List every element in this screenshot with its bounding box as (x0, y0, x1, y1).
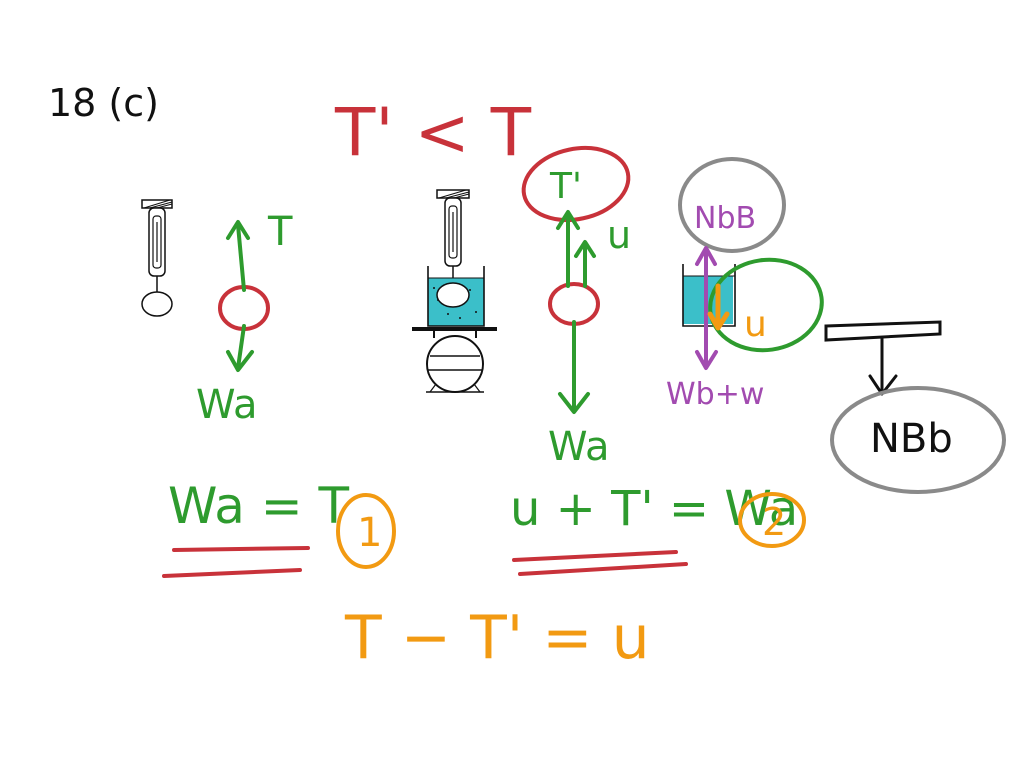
equation-2-number: 2 (762, 500, 786, 544)
equation-1-number: 1 (357, 510, 382, 556)
upthrust-label-center: u (607, 213, 631, 257)
problem-number: 18 (c) (48, 81, 159, 125)
free-body-diagram-center (521, 146, 631, 414)
weight-label-left: Wa (196, 382, 258, 428)
tension-prime-label: T' (549, 166, 582, 207)
equation-2-number-circle (738, 492, 806, 548)
spring-balance-icon (436, 189, 470, 282)
normal-bottom-label: NBb (870, 416, 953, 462)
equation-2: u + T' = Wa (510, 481, 798, 537)
equation-3: T − T' = u (344, 603, 650, 673)
sphere-a-icon (436, 282, 470, 308)
apparatus-center (412, 189, 497, 393)
spring-balance-icon (141, 199, 173, 317)
equation-2-underline (512, 550, 688, 576)
tension-label-left: T (267, 209, 293, 255)
free-body-diagram-left (218, 220, 270, 372)
equation-1-underline (162, 546, 310, 578)
weighing-scale-icon (412, 327, 497, 393)
tension-comparison: T' < T (334, 94, 532, 171)
normal-top-label: NbB (694, 201, 756, 236)
equation-1: Wa = T (168, 477, 350, 535)
equation-1-number-circle (336, 493, 396, 569)
free-body-diagram-right (678, 157, 824, 370)
weight-bw-label: Wb+w (666, 377, 764, 412)
free-body-diagram-scale (824, 320, 1006, 494)
upthrust-label-right: u (744, 304, 767, 345)
weight-label-center: Wa (548, 424, 610, 470)
sphere-a-icon (141, 291, 173, 317)
